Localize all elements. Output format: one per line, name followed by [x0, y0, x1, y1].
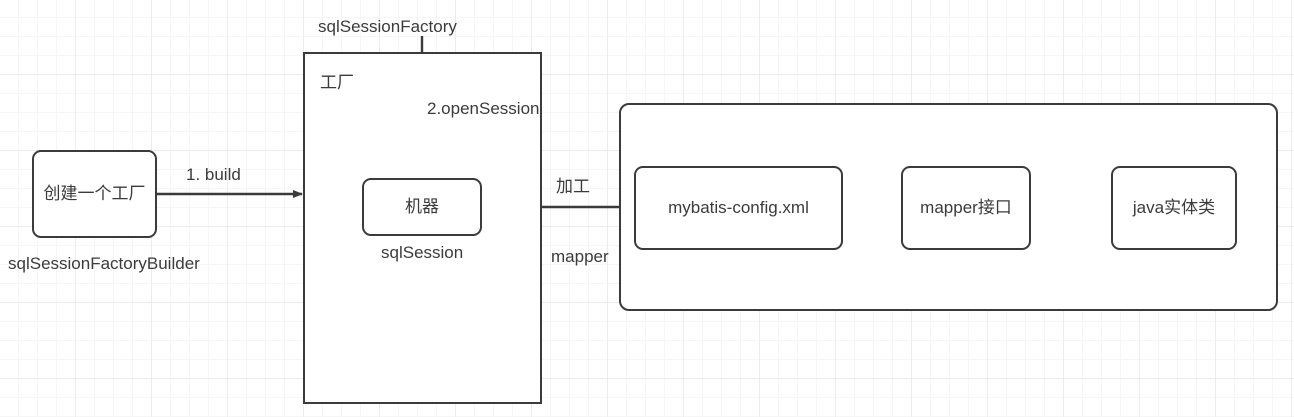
label-factory: 工厂: [320, 73, 354, 92]
edge-label-process: 加工: [556, 177, 590, 196]
caption-sql-session: sqlSession: [381, 243, 464, 262]
caption-sql-session-factory-builder: sqlSessionFactoryBuilder: [8, 254, 200, 273]
node-mybatis-config-xml[interactable]: mybatis-config.xml: [634, 166, 843, 250]
node-java-entity-class[interactable]: java实体类: [1111, 166, 1237, 250]
node-mapper-interface[interactable]: mapper接口: [901, 166, 1031, 250]
edge-label-open-session: 2.openSession: [427, 99, 540, 118]
node-machine[interactable]: 机器: [362, 178, 482, 236]
caption-sql-session-factory: sqlSessionFactory: [318, 17, 457, 36]
edge-label-build: 1. build: [186, 165, 241, 184]
edge-label-mapper: mapper: [551, 247, 609, 266]
node-create-factory[interactable]: 创建一个工厂: [32, 150, 157, 238]
